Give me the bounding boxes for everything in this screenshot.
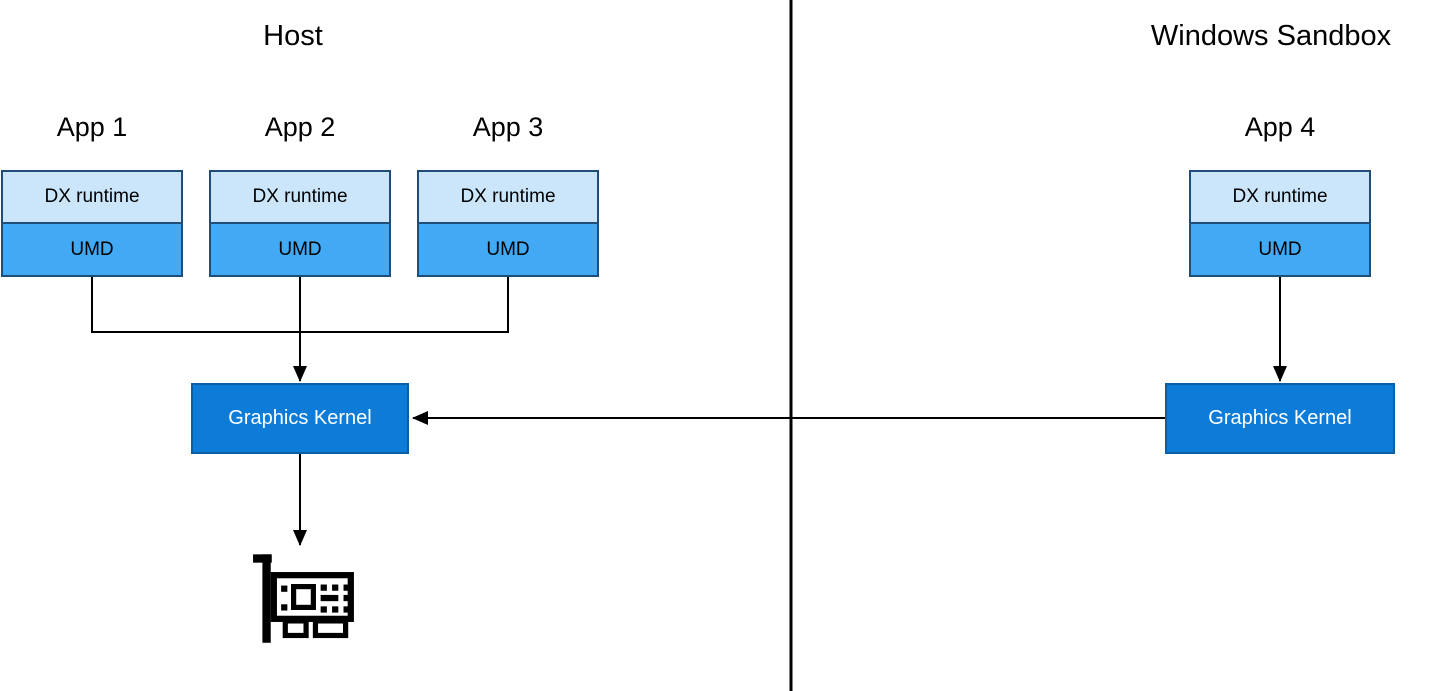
host-graphics-kernel-box: Graphics Kernel: [191, 383, 409, 454]
app4-stack: DX runtime UMD: [1189, 170, 1371, 277]
host-section-title: Host: [263, 20, 323, 52]
app3-umd-layer: UMD: [419, 224, 597, 275]
app2-umd-layer: UMD: [211, 224, 389, 275]
app4-dx-runtime-layer: DX runtime: [1191, 172, 1369, 224]
app4-umd-layer: UMD: [1191, 224, 1369, 275]
app2-stack: DX runtime UMD: [209, 170, 391, 277]
app4-label: App 4: [1244, 112, 1316, 142]
app3-stack: DX runtime UMD: [417, 170, 599, 277]
app2-label: App 2: [264, 112, 336, 142]
app1-umd-layer: UMD: [3, 224, 181, 275]
app3-dx-runtime-layer: DX runtime: [419, 172, 597, 224]
app1-label: App 1: [56, 112, 128, 142]
sandbox-graphics-kernel-box: Graphics Kernel: [1165, 383, 1395, 454]
sandbox-section-title: Windows Sandbox: [1150, 20, 1392, 52]
gpu-graphics-card-icon: [253, 554, 354, 643]
app3-label: App 3: [472, 112, 544, 142]
app1-stack: DX runtime UMD: [1, 170, 183, 277]
app2-dx-runtime-layer: DX runtime: [211, 172, 389, 224]
app1-dx-runtime-layer: DX runtime: [3, 172, 181, 224]
